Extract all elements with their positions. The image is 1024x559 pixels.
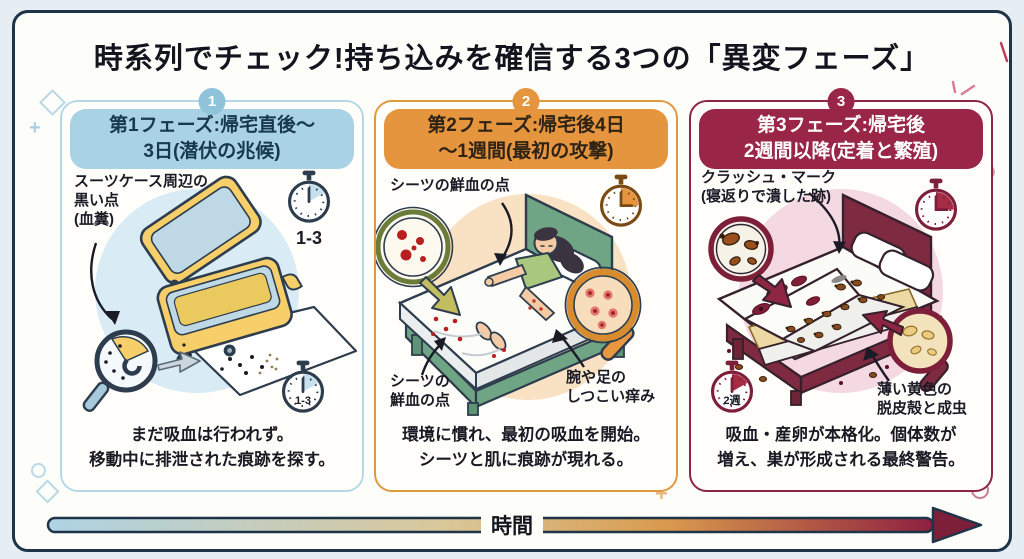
svg-text:1-3: 1-3 <box>295 395 311 407</box>
magnifier-icon <box>82 329 158 412</box>
phase3-timer-bottom: 2週 <box>707 359 757 420</box>
phase3-description: 吸血・産卵が本格化。個体数が 増え、巣が形成される最終警告。 <box>717 426 965 469</box>
phase2-description: 環境に慣れ、最初の吸血を開始。 シーツと肌に痕跡が現れる。 <box>402 426 650 469</box>
phase3-number-badge: 3 <box>827 88 855 115</box>
phase2-timer <box>596 173 646 234</box>
phase3-header-line2: 2週間以降(定着と繁殖) <box>743 141 939 162</box>
phase3-header-line1: 第3フェーズ:帰宅後 <box>757 115 925 137</box>
phase1-annotation: スーツケース周辺の 黒い点 (血糞) <box>74 173 208 228</box>
phase2-illustration-area: シーツの鮮血の点 シーツの 鮮血の点 腕や足の しつこい痒み <box>376 169 676 419</box>
phase3-timer-top <box>911 177 961 238</box>
phase3-illustration-area: クラッシュ・マーク (寝返りで潰した跡) 薄い黄色の 脱皮殻と成虫 <box>691 169 991 419</box>
stopwatch-icon <box>914 178 958 231</box>
phase1-timer-bottom: 1-3 <box>278 359 328 420</box>
sleeping-person-bed-illustration <box>376 193 642 416</box>
phase3-panel: 3 第3フェーズ:帰宅後 2週間以降(定着と繁殖) <box>689 88 993 492</box>
phase2-header-line1: 第2フェーズ:帰宅後4日 <box>427 115 625 137</box>
phase1-header-line2: 3日(潜伏の兆候) <box>143 141 281 162</box>
phase3-header: 第3フェーズ:帰宅後 2週間以降(定着と繁殖) <box>699 109 983 169</box>
phase1-header: 第1フェーズ:帰宅直後〜 3日(潜伏の兆候) <box>70 109 354 169</box>
stopwatch-icon: 2週 <box>710 360 754 413</box>
phase1-panel: 1 第1フェーズ:帰宅直後〜 3日(潜伏の兆候) <box>60 88 364 492</box>
magnifier-icon <box>887 308 953 393</box>
stopwatch-icon <box>287 170 331 223</box>
phase1-illustration-area: スーツケース周辺の 黒い点 (血糞) 1-3 <box>62 169 362 419</box>
phase2-header-line2: 〜1週間(最初の攻撃) <box>438 141 614 162</box>
phase2-header: 第2フェーズ:帰宅後4日 〜1週間(最初の攻撃) <box>384 109 668 169</box>
phase2-panel: 2 第2フェーズ:帰宅後4日 〜1週間(最初の攻撃) <box>374 88 678 492</box>
plus-decoration: + <box>29 117 41 139</box>
magnifier-icon <box>564 266 642 361</box>
phase3-annotation-bottom-right: 薄い黄色の 脱皮殻と成虫 <box>877 381 968 417</box>
page-title: 時系列でチェック!持ち込みを確信する3つの「異変フェーズ」 <box>93 43 931 75</box>
infographic-card: 時系列でチェック!持ち込みを確信する3つの「異変フェーズ」 + + 1 第1フェ… <box>12 10 1012 552</box>
diamond-decoration <box>35 479 60 504</box>
phase3-annotation-top: クラッシュ・マーク (寝返りで潰した跡) <box>701 169 837 205</box>
circle-decoration <box>31 463 46 478</box>
magnifier-icon <box>708 216 774 282</box>
phase2-annotation-top: シーツの鮮血の点 <box>390 177 510 194</box>
tick-decoration <box>999 41 1009 63</box>
phase1-timer-top: 1-3 <box>284 169 334 249</box>
phase2-number-badge: 2 <box>512 88 540 115</box>
timeline-label: 時間 <box>481 510 543 540</box>
svg-text:2週: 2週 <box>723 393 741 407</box>
phase2-annotation-bottom-left: シーツの 鮮血の点 <box>390 373 451 409</box>
phase1-description: まだ吸血は行われず。 移動中に排泄された痕跡を探す。 <box>89 426 335 469</box>
stopwatch-icon: 1-3 <box>281 360 325 413</box>
infested-bed-illustration <box>708 189 953 406</box>
phase1-header-line1: 第1フェーズ:帰宅直後〜 <box>109 115 315 137</box>
phase2-annotation-bottom-right: 腕や足の しつこい痒み <box>566 369 656 405</box>
stopwatch-icon <box>599 174 643 227</box>
suitcase-illustration <box>82 175 358 412</box>
magnifier-icon <box>376 206 454 288</box>
phase1-number-badge: 1 <box>198 88 226 115</box>
